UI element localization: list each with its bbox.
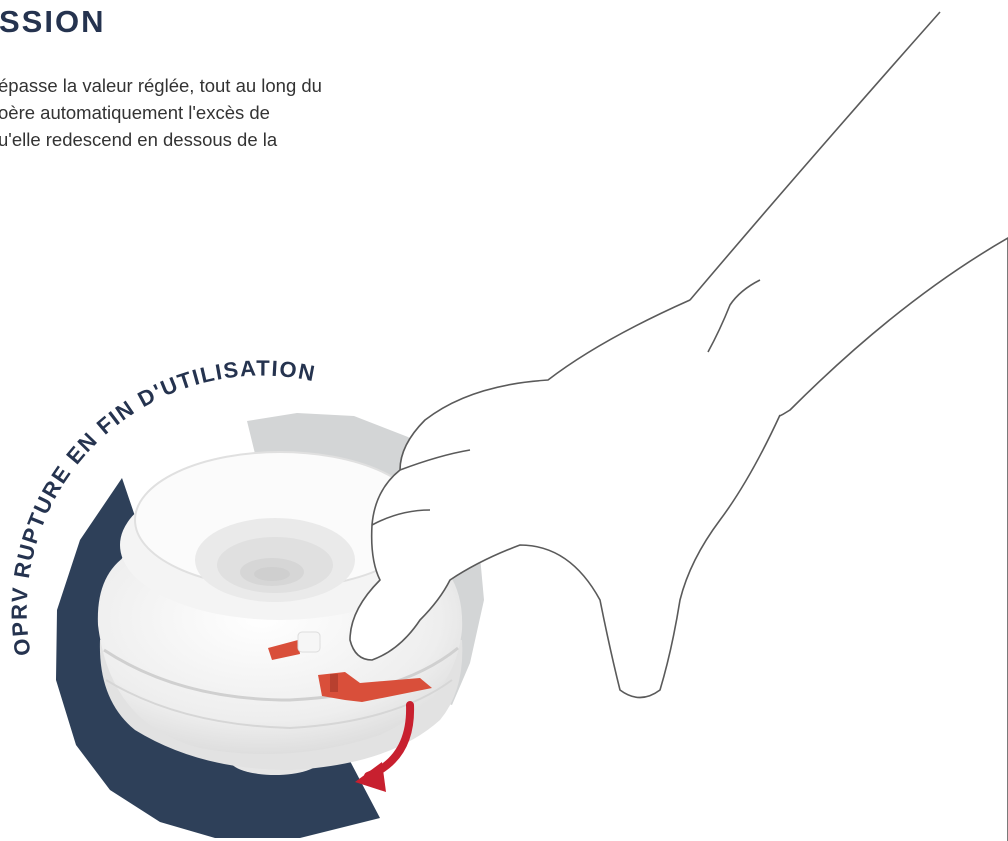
- hand-outline: [350, 12, 1008, 841]
